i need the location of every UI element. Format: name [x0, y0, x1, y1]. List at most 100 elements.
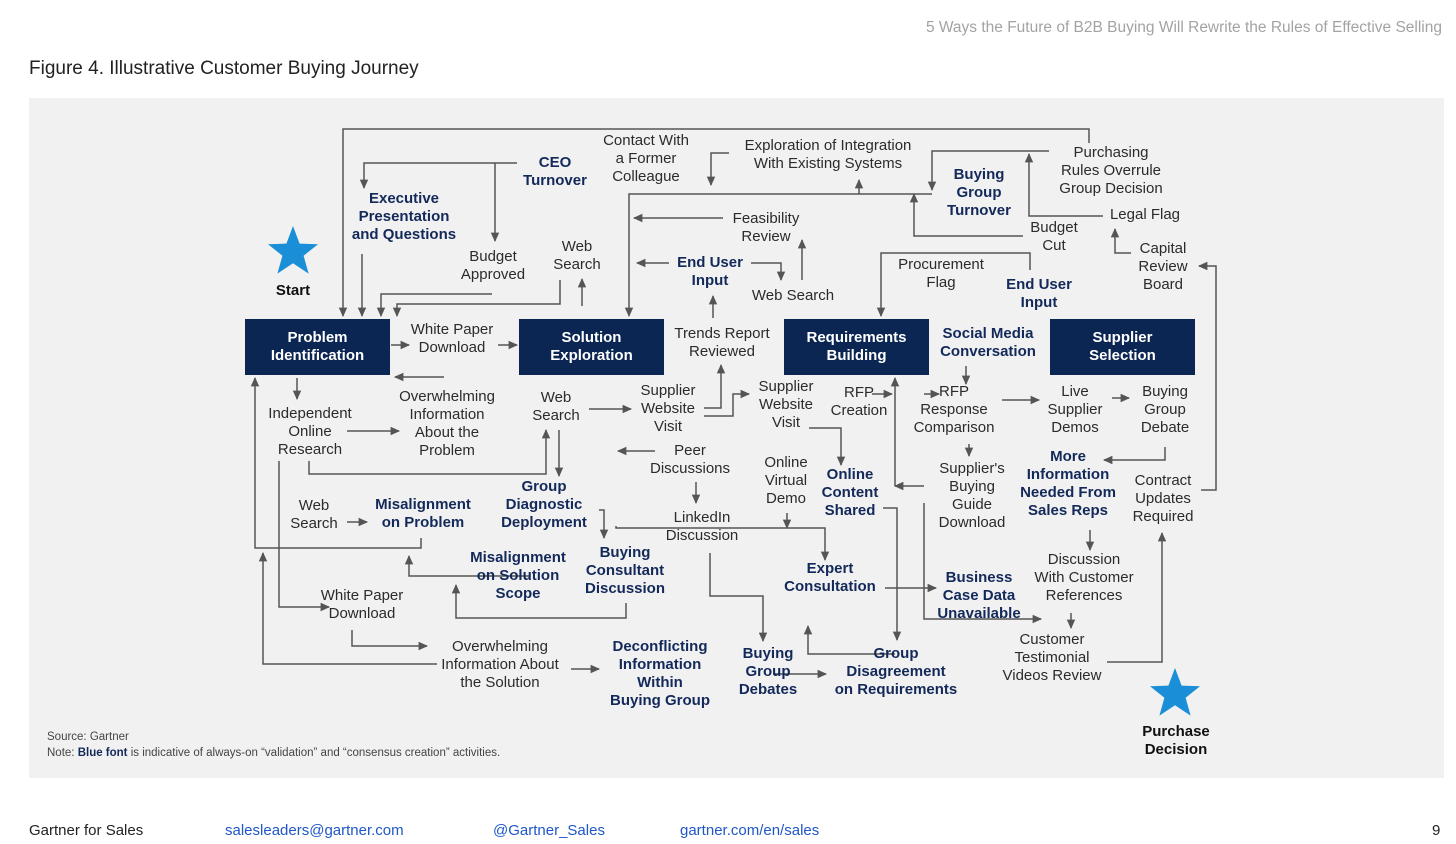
stage-supplier-selection: Supplier Selection: [1050, 319, 1195, 375]
buying-journey-diagram: Start Purchase Decision Problem Identifi…: [29, 98, 1444, 778]
connector: [359, 162, 517, 190]
activity-deconflicting-information: Deconflicting Information Within Buying …: [610, 638, 710, 709]
activity-social-media-conversation: Social Media Conversation: [940, 325, 1036, 360]
activity-online-virtual-demo: Online Virtual Demo: [764, 454, 808, 507]
activity-feasibility-review: Feasibility Review: [732, 210, 800, 245]
stage-problem-identification: Problem Identification: [245, 319, 390, 375]
start-star-shape: [268, 226, 318, 274]
activity-suppliers-buying-guide: Supplier's Buying Guide Download: [938, 460, 1006, 531]
page-footer: Gartner for Sales salesleaders@gartner.c…: [0, 820, 1456, 844]
activity-executive-presentation: Executive Presentation and Questions: [351, 190, 457, 243]
connector: [351, 630, 429, 651]
activity-linkedin-discussion: LinkedIn Discussion: [665, 509, 739, 544]
connector: [709, 553, 768, 643]
activity-group-diagnostic-deployment: Group Diagnostic Deployment: [501, 478, 587, 531]
activity-business-case-unavailable: Business Case Data Unavailable: [937, 569, 1021, 622]
activity-discussion-customer-references: Discussion With Customer References: [1034, 551, 1134, 604]
activity-independent-online-research: Independent Online Research: [268, 405, 352, 458]
connector: [803, 624, 895, 655]
connector: [615, 526, 830, 562]
connector: [706, 152, 729, 187]
activity-live-supplier-demos: Live Supplier Demos: [1047, 383, 1103, 436]
purchase-decision-star-icon: [1150, 668, 1200, 716]
activity-supplier-website-visit-1: Supplier Website Visit: [640, 382, 696, 435]
connector: [704, 389, 751, 417]
activity-expert-consultation: Expert Consultation: [784, 560, 876, 595]
connector: [883, 507, 902, 642]
connector: [1102, 447, 1166, 465]
connector: [376, 293, 492, 318]
connector: [1197, 261, 1217, 491]
connector: [624, 193, 932, 318]
legend-note-text: is indicative of always-on “validation” …: [127, 747, 501, 759]
footer-email-link[interactable]: salesleaders@gartner.com: [225, 822, 404, 839]
activity-rfp-creation: RFP Creation: [830, 384, 888, 419]
activity-more-info-sales-reps: More Information Needed From Sales Reps: [1020, 448, 1116, 519]
document-header-title: 5 Ways the Future of B2B Buying Will Rew…: [925, 19, 1442, 36]
purchase-decision-label: Purchase Decision: [1142, 723, 1210, 758]
connector: [599, 509, 609, 540]
connector: [751, 262, 786, 282]
source-note: Source: Gartner: [47, 731, 129, 743]
activity-misalignment-solution-scope: Misalignment on Solution Scope: [470, 549, 566, 602]
activity-white-paper-download-2: White Paper Download: [320, 587, 404, 622]
legend-note-highlight: Blue font: [77, 747, 128, 759]
activity-web-search-1: Web Search: [553, 238, 601, 273]
connector: [909, 192, 1023, 237]
connector: [392, 280, 561, 318]
activity-end-user-input-2: End User Input: [1006, 276, 1072, 311]
stage-solution-exploration: Solution Exploration: [519, 319, 664, 375]
activity-procurement-flag: Procurement Flag: [898, 256, 984, 291]
activity-ceo-turnover: CEO Turnover: [523, 154, 587, 189]
connector: [927, 150, 1049, 192]
activity-capital-review-board: Capital Review Board: [1138, 240, 1188, 293]
purchase-decision-star-shape: [1150, 668, 1200, 716]
activity-rfp-response-comparison: RFP Response Comparison: [913, 383, 995, 436]
start-label: Start: [275, 282, 311, 299]
connector: [704, 363, 726, 409]
activity-end-user-input-1: End User Input: [677, 254, 743, 289]
activity-customer-testimonial-videos: Customer Testimonial Videos Review: [1002, 631, 1102, 684]
activity-misalignment-problem: Misalignment on Problem: [375, 496, 471, 531]
connector: [1110, 227, 1131, 254]
connector: [1107, 531, 1167, 663]
activity-purchasing-rules-overrule: Purchasing Rules Overrule Group Decision: [1059, 144, 1163, 197]
activity-web-search-2: Web Search: [751, 287, 835, 304]
legend-note: Note: Blue font is indicative of always-…: [47, 747, 500, 759]
footer-website-link[interactable]: gartner.com/en/sales: [680, 822, 820, 839]
activity-trends-report-reviewed: Trends Report Reviewed: [674, 325, 770, 360]
connector: [258, 551, 437, 665]
connector: [451, 583, 627, 619]
connector: [250, 376, 422, 549]
activity-contract-updates-required: Contract Updates Required: [1132, 472, 1194, 525]
connector: [1024, 152, 1103, 217]
activity-supplier-website-visit-2: Supplier Website Visit: [758, 378, 814, 431]
connector: [923, 503, 1043, 624]
connector: [876, 252, 1031, 318]
activity-overwhelming-info-problem: Overwhelming Information About the Probl…: [399, 388, 495, 459]
activity-buying-group-turnover: Buying Group Turnover: [947, 166, 1011, 219]
activity-budget-approved: Budget Approved: [460, 248, 526, 283]
activity-contact-former-colleague: Contact With a Former Colleague: [603, 132, 689, 185]
activity-overwhelming-info-solution: Overwhelming Information About the Solut…: [441, 638, 559, 691]
legend-note-prefix: Note:: [47, 747, 78, 759]
connector: [308, 428, 551, 475]
activity-online-content-shared: Online Content Shared: [821, 466, 879, 519]
activity-exploration-integration: Exploration of Integration With Existing…: [744, 137, 912, 172]
activity-budget-cut: Budget Cut: [1030, 219, 1078, 254]
activity-white-paper-download-1: White Paper Download: [410, 321, 494, 356]
stage-requirements-building: Requirements Building: [784, 319, 929, 375]
activity-web-search-4: Web Search: [290, 497, 338, 532]
footer-twitter-link[interactable]: @Gartner_Sales: [493, 822, 605, 839]
figure-title: Figure 4. Illustrative Customer Buying J…: [29, 58, 419, 79]
footer-brand: Gartner for Sales: [29, 822, 144, 839]
start-star-icon: [268, 226, 318, 274]
activity-buying-group-debates: Buying Group Debates: [738, 645, 798, 698]
connector: [278, 461, 331, 612]
activity-legal-flag: Legal Flag: [1109, 206, 1181, 223]
activity-buying-consultant-discussion: Buying Consultant Discussion: [584, 544, 666, 597]
connector-lines: [250, 128, 1217, 679]
page-number: 9: [1432, 822, 1441, 839]
connector: [809, 427, 846, 467]
connector: [338, 128, 1090, 318]
